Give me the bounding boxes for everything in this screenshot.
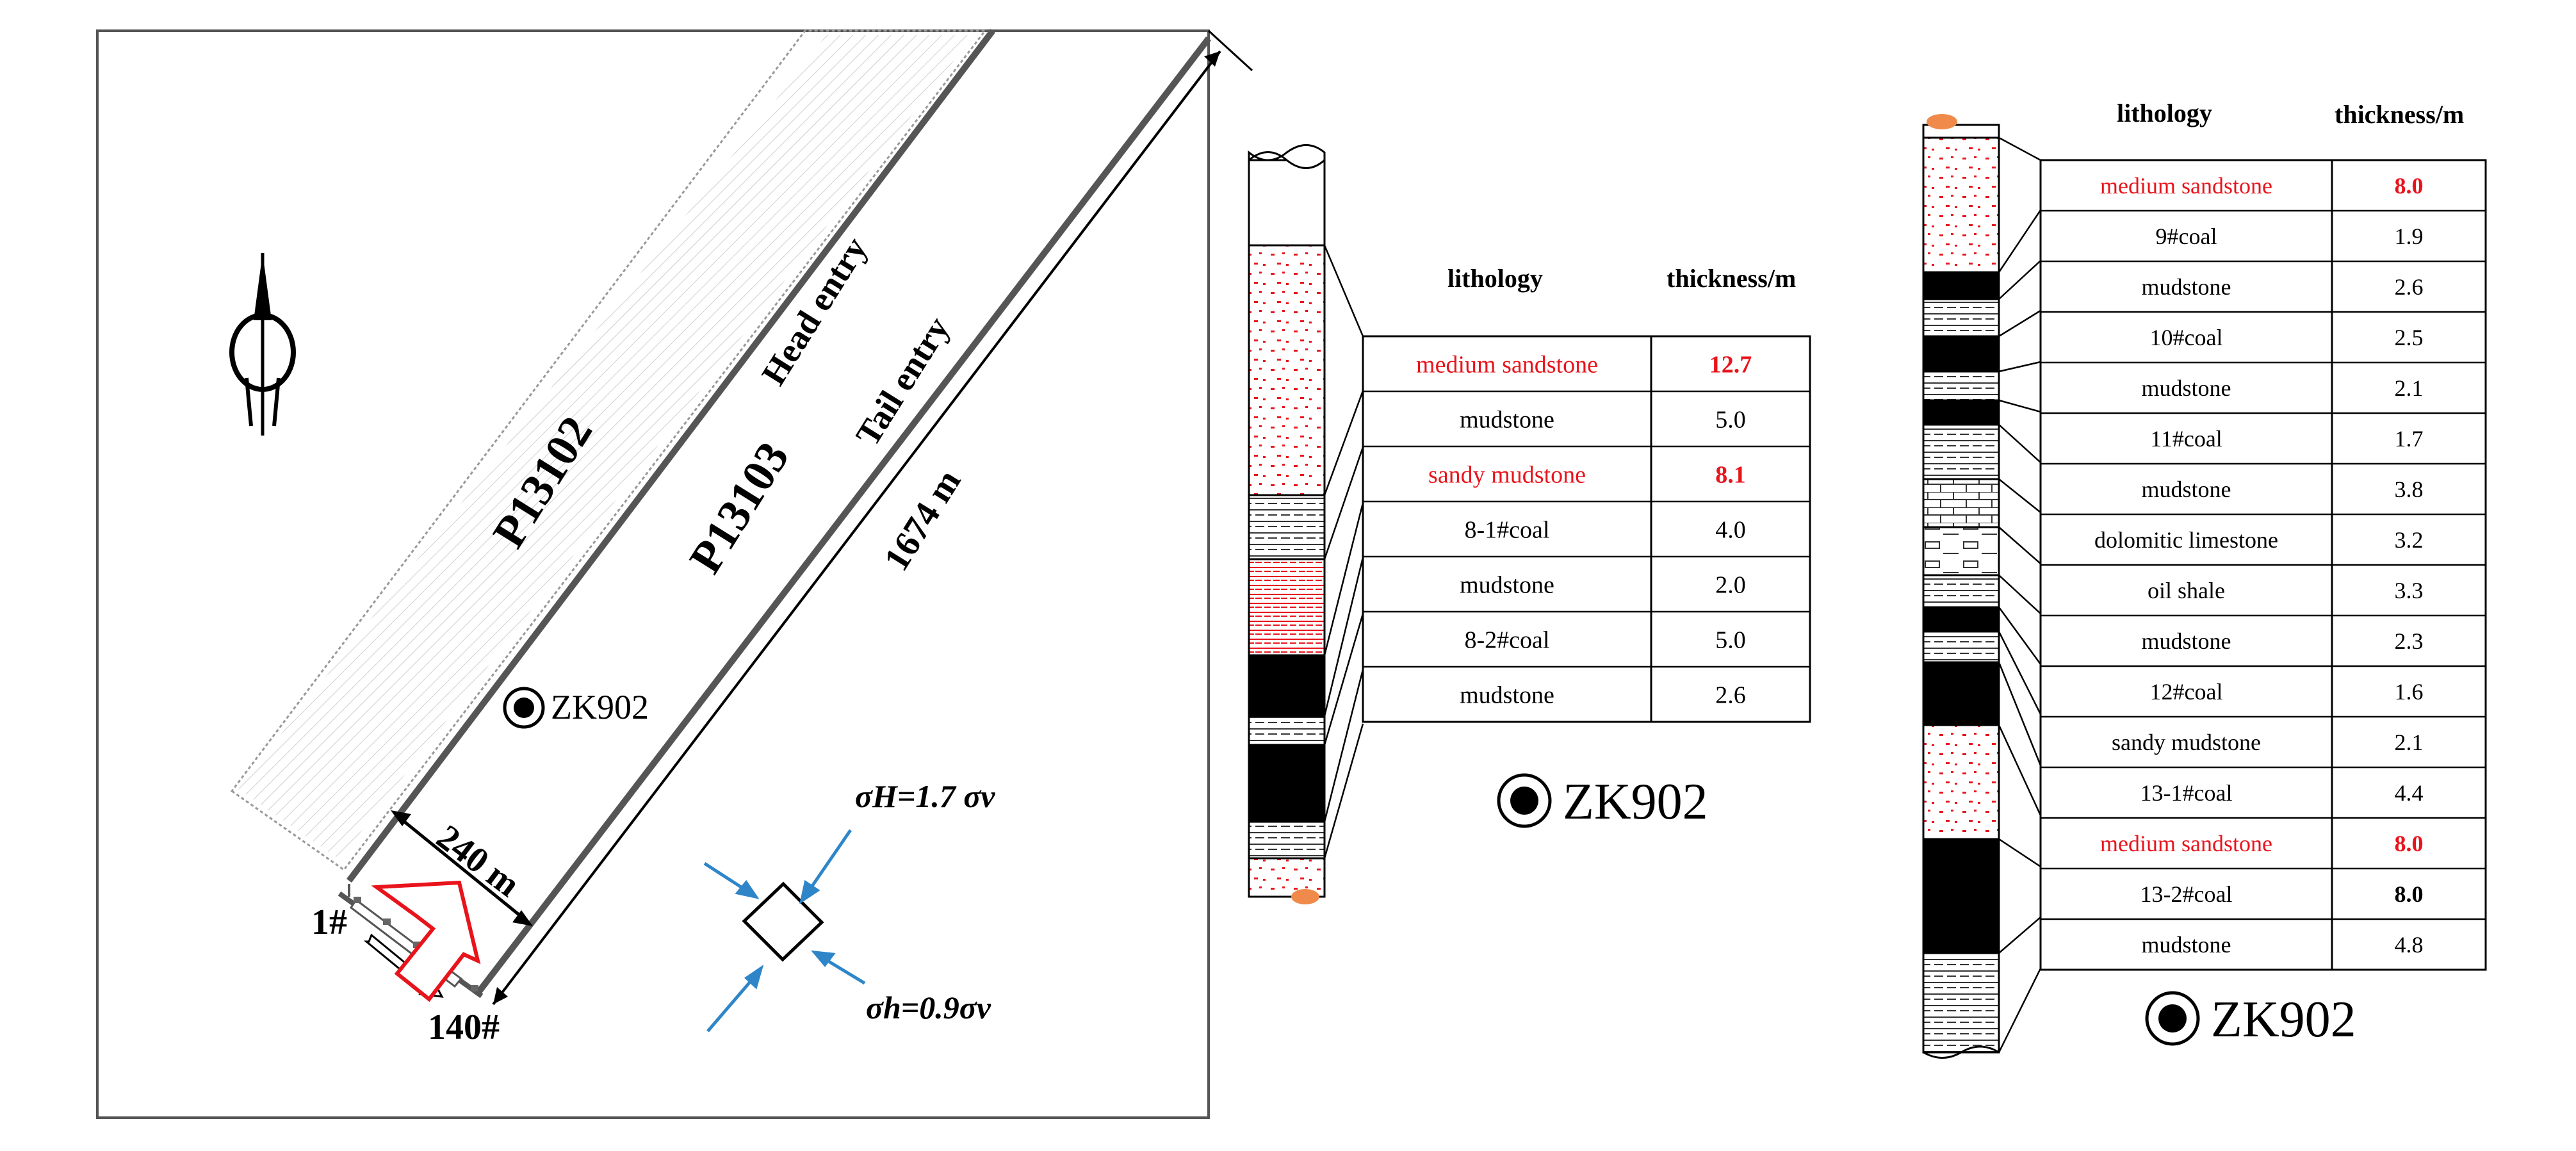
column_right-row-2-lithology: mudstone	[2142, 274, 2231, 300]
column_left-row-2-lithology: sandy mudstone	[1428, 461, 1586, 488]
col-right-well-symbol	[2145, 991, 2200, 1046]
tail-entry-line	[477, 36, 1211, 994]
column_right-row-6-thickness: 3.8	[2395, 477, 2424, 502]
col-left-mudstone-1	[1248, 494, 1326, 560]
column_right-row-12-thickness: 4.4	[2395, 780, 2424, 806]
col-left-mudstone-2	[1248, 715, 1326, 746]
table-left: medium sandstone 12.7 mudstone 5.0 sandy mud…	[1362, 335, 1811, 723]
column-left	[1248, 144, 1364, 904]
column_left-row-2-thickness: 8.1	[1715, 461, 1746, 488]
column_left-row-6-lithology: mudstone	[1460, 682, 1554, 708]
support-last-label: 140#	[428, 1008, 500, 1047]
column_right-row-14-thickness: 8.0	[2395, 881, 2424, 907]
col-right-well-label: ZK902	[2211, 992, 2356, 1048]
col-left-header-thickness: thickness/m	[1667, 264, 1796, 293]
borehole-symbol	[503, 687, 545, 729]
stress-minor-label: σh=0.9σv	[866, 990, 991, 1025]
tail-entry-label: Tail entry	[848, 310, 957, 452]
column_left-row-4-lithology: mudstone	[1460, 571, 1554, 598]
column_right-row-7-lithology: dolomitic limestone	[2094, 527, 2278, 553]
column_right-row-9-lithology: mudstone	[2142, 628, 2231, 654]
column_right-row-15-thickness: 4.8	[2395, 932, 2424, 958]
column_left-row-5-lithology: 8-2#coal	[1465, 626, 1550, 653]
col-right-medium-sandstone-1	[1922, 136, 2000, 273]
column_right-row-1-thickness: 1.9	[2395, 224, 2424, 249]
col-right-coal-11	[1922, 399, 2000, 426]
column-right	[1922, 114, 2042, 1059]
stress-arrows	[703, 829, 866, 1033]
column_left-row-0-thickness: 12.7	[1709, 351, 1752, 378]
col-left-well-symbol	[1497, 773, 1552, 828]
column_left-row-6-thickness: 2.6	[1715, 682, 1746, 708]
col-right-cap-top	[1927, 114, 1957, 129]
col-left-coal-8-1	[1248, 654, 1326, 717]
column_right-row-13-lithology: medium sandstone	[2100, 831, 2272, 856]
column_right-row-5-lithology: 11#coal	[2150, 426, 2222, 452]
plan-frame	[96, 29, 1210, 1119]
width-dimension-line	[395, 813, 530, 924]
col-right-coal-13-1	[1922, 661, 2000, 726]
col-right-dolomitic-limestone	[1922, 478, 2000, 528]
col-right-header-lithology: lithology	[2117, 99, 2212, 127]
support-first-label: 1#	[311, 902, 347, 942]
head-entry-line	[346, 28, 995, 883]
column_left-row-0-lithology: medium sandstone	[1416, 351, 1598, 378]
column_right-row-5-thickness: 1.7	[2395, 426, 2424, 452]
column_right-row-1-lithology: 9#coal	[2156, 224, 2217, 249]
col-left-well-label: ZK902	[1563, 774, 1708, 830]
col-left-sandy-mudstone	[1248, 558, 1326, 657]
column_right-row-8-thickness: 3.3	[2395, 578, 2424, 603]
panel-p13102-hatch	[238, 35, 974, 860]
col-left-medium-sandstone	[1248, 244, 1326, 496]
column_right-row-9-thickness: 2.3	[2395, 628, 2424, 654]
col-left-cap-bottom	[1291, 889, 1319, 904]
column_right-row-10-thickness: 1.6	[2395, 679, 2424, 705]
col-right-coal-13-2	[1922, 838, 2000, 954]
column_left-row-3-lithology: 8-1#coal	[1465, 516, 1550, 543]
panel-p13103-label: P13103	[680, 433, 799, 582]
col-right-coal-9	[1922, 271, 2000, 300]
column_right-row-15-lithology: mudstone	[2142, 932, 2231, 958]
col-left-mudstone-3	[1248, 820, 1326, 860]
column_left-row-4-thickness: 2.0	[1715, 571, 1746, 598]
column_right-row-11-lithology: sandy mudstone	[2112, 730, 2261, 755]
column_right-row-0-lithology: medium sandstone	[2100, 173, 2272, 199]
length-label: 1674 m	[876, 463, 968, 578]
column_right-row-8-lithology: oil shale	[2148, 578, 2225, 603]
stress-major-label: σH=1.7 σv	[855, 778, 995, 814]
col-right-oil-shale	[1922, 526, 2000, 576]
north-arrow-icon	[229, 253, 296, 436]
col-right-medium-sandstone-2	[1922, 724, 2000, 840]
column_left-row-1-thickness: 5.0	[1715, 406, 1746, 433]
column_right-row-3-thickness: 2.5	[2395, 325, 2424, 350]
stress-element	[742, 881, 824, 962]
col-right-coal-12	[1922, 606, 2000, 633]
column_right-row-7-thickness: 3.2	[2395, 527, 2424, 553]
borehole-label: ZK902	[551, 688, 649, 726]
column_right-row-4-lithology: mudstone	[2142, 375, 2231, 401]
col-right-coal-10	[1922, 335, 2000, 373]
column_right-row-12-lithology: 13-1#coal	[2140, 780, 2233, 806]
column_left-row-5-thickness: 5.0	[1715, 626, 1746, 653]
column_right-row-11-thickness: 2.1	[2395, 730, 2424, 755]
panel-p13102-outline	[230, 29, 988, 872]
column_right-row-3-lithology: 10#coal	[2150, 325, 2223, 350]
length-dimension-line	[492, 50, 1221, 1006]
column_right-row-13-thickness: 8.0	[2395, 831, 2424, 856]
col-left-header-lithology: lithology	[1447, 264, 1543, 293]
column_right-row-6-lithology: mudstone	[2142, 477, 2231, 502]
column_left-row-1-lithology: mudstone	[1460, 406, 1554, 433]
column_left-row-3-thickness: 4.0	[1715, 516, 1746, 543]
column_right-row-2-thickness: 2.6	[2395, 274, 2424, 300]
column_right-row-10-lithology: 12#coal	[2150, 679, 2223, 705]
col-left-coal-8-2	[1248, 744, 1326, 823]
column_right-row-14-lithology: 13-2#coal	[2140, 881, 2233, 907]
column_right-row-0-thickness: 8.0	[2395, 173, 2424, 199]
table-right: medium sandstone 8.0 9#coal 1.9 mudstone 2.6 1…	[2039, 159, 2487, 971]
col-right-header-thickness: thickness/m	[2335, 100, 2464, 129]
column_right-row-4-thickness: 2.1	[2395, 375, 2424, 401]
mining-direction-arrow	[371, 880, 481, 1002]
